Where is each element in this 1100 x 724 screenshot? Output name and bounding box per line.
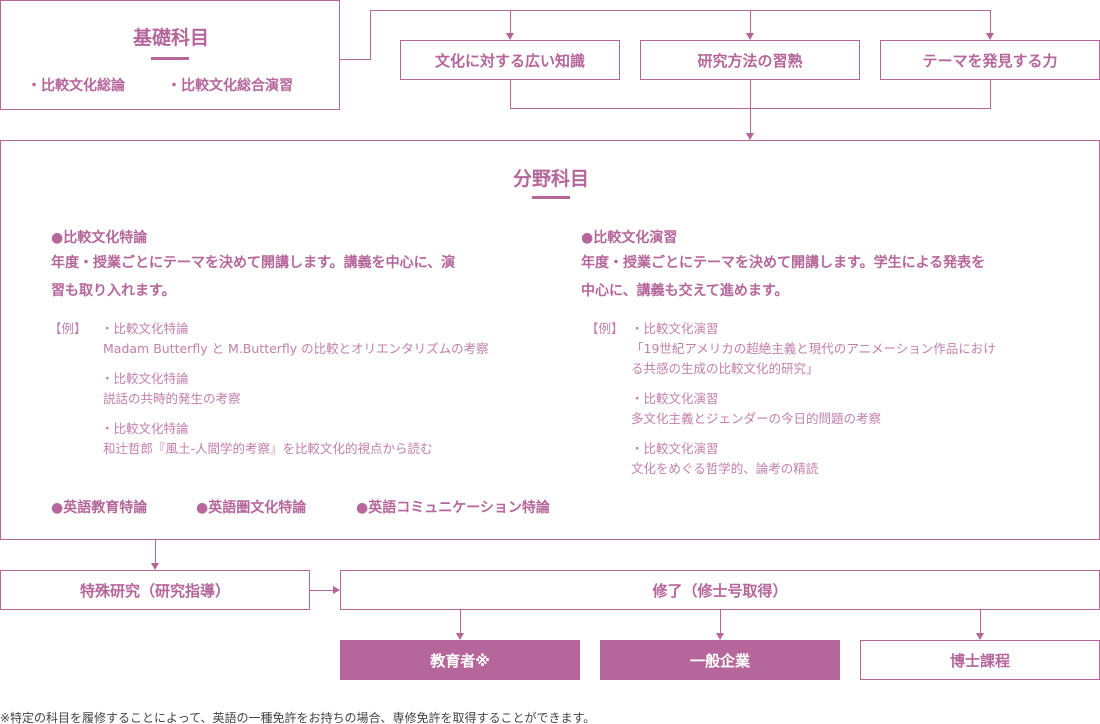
tokushu-box: 特殊研究（研究指導） [0, 570, 310, 610]
example-course: ・比較文化特論 [101, 371, 189, 386]
example-topic: 多文化主義とジェンダーの今日的問題の考察 [631, 411, 882, 426]
arrow-right-icon [333, 586, 340, 594]
shuryo-box: 修了（修士号取得） [340, 570, 1100, 610]
example-label: 【例】 [49, 321, 87, 336]
goal-box: テーマを発見する力 [880, 40, 1100, 80]
arrow-down-icon [151, 563, 159, 570]
other-course: ●英語圏文化特論 [196, 500, 307, 516]
connector [310, 590, 334, 591]
career-educator: 教育者※ [340, 640, 580, 680]
connector [155, 540, 156, 564]
arrow-down-icon [506, 33, 514, 40]
example-topic: る共感の生成の比較文化的研究」 [631, 361, 819, 376]
example-topic: 文化をめぐる哲学的、論考の精読 [631, 461, 819, 476]
goal-box: 文化に対する広い知識 [400, 40, 620, 80]
arrow-down-icon [986, 33, 994, 40]
footnote: ※特定の科目を履修することによって、英語の一種免許をお持ちの場合、専修免許を取得… [0, 711, 596, 724]
kiso-box: 基礎科目 ・比較文化総論 ・比較文化総合演習 [0, 0, 340, 110]
example-course: ・比較文化演習 [631, 391, 719, 406]
example-topic: Madam Butterfly と M.Butterfly の比較とオリエンタリ… [103, 341, 489, 356]
example-topic: 説話の共時的発生の考察 [103, 391, 241, 406]
bunya-title: 分野科目 [512, 168, 589, 190]
connector [460, 610, 461, 634]
connector [510, 80, 511, 109]
kiso-underline [151, 57, 189, 60]
other-course: ●英語コミュニケーション特論 [356, 500, 550, 516]
left-column: ●比較文化特論 年度・授業ごとにテーマを決めて開講します。講義を中心に、演習も取… [51, 227, 531, 305]
desc-line: 中心に、講義も交えて進めます。 [581, 283, 789, 299]
right-heading: ●比較文化演習 [581, 230, 678, 246]
arrow-down-icon [716, 633, 724, 640]
bunya-underline [532, 196, 570, 199]
left-examples: ・比較文化特論 Madam Butterfly と M.Butterfly の比… [101, 319, 541, 459]
left-heading: ●比較文化特論 [51, 230, 148, 246]
arrow-down-icon [746, 133, 754, 140]
example-course: ・比較文化演習 [631, 321, 719, 336]
arrow-down-icon [456, 633, 464, 640]
example-topic: 「19世紀アメリカの超絶主義と現代のアニメーション作品におけ [631, 341, 996, 356]
connector [750, 10, 751, 34]
left-desc: 年度・授業ごとにテーマを決めて開講します。講義を中心に、演習も取り入れます。 [51, 249, 531, 305]
career-doctoral: 博士課程 [860, 640, 1100, 680]
connector [510, 10, 511, 34]
kiso-item: ・比較文化総合演習 [167, 78, 293, 94]
connector [750, 80, 751, 134]
other-course: ●英語教育特論 [51, 500, 148, 516]
goal-box: 研究方法の習熟 [640, 40, 860, 80]
example-label: 【例】 [586, 321, 624, 336]
example-topic: 和辻哲郎『風土-人間学的考察』を比較文化的視点から読む [103, 441, 433, 456]
kiso-title: 基礎科目 [132, 27, 209, 49]
connector [510, 108, 991, 109]
example-course: ・比較文化特論 [101, 421, 189, 436]
connector [370, 10, 371, 60]
desc-line: 年度・授業ごとにテーマを決めて開講します。学生による発表を [581, 255, 986, 271]
kiso-item: ・比較文化総論 [27, 78, 125, 94]
example-course: ・比較文化特論 [101, 321, 189, 336]
connector [340, 59, 370, 60]
connector [720, 610, 721, 634]
bunya-box: 分野科目 ●比較文化特論 年度・授業ごとにテーマを決めて開講します。講義を中心に… [0, 140, 1100, 540]
connector [370, 10, 991, 11]
career-company: 一般企業 [600, 640, 840, 680]
arrow-down-icon [746, 33, 754, 40]
right-column: ●比較文化演習 年度・授業ごとにテーマを決めて開講します。学生による発表を中心に… [581, 227, 1061, 305]
right-examples: ・比較文化演習 「19世紀アメリカの超絶主義と現代のアニメーション作品におけ る… [631, 319, 1071, 479]
example-course: ・比較文化演習 [631, 441, 719, 456]
connector [980, 610, 981, 634]
right-desc: 年度・授業ごとにテーマを決めて開講します。学生による発表を中心に、講義も交えて進… [581, 249, 1061, 305]
desc-line: 年度・授業ごとにテーマを決めて開講します。講義を中心に、演 [51, 255, 456, 271]
connector [990, 80, 991, 109]
arrow-down-icon [976, 633, 984, 640]
connector [990, 10, 991, 34]
desc-line: 習も取り入れます。 [51, 283, 176, 299]
